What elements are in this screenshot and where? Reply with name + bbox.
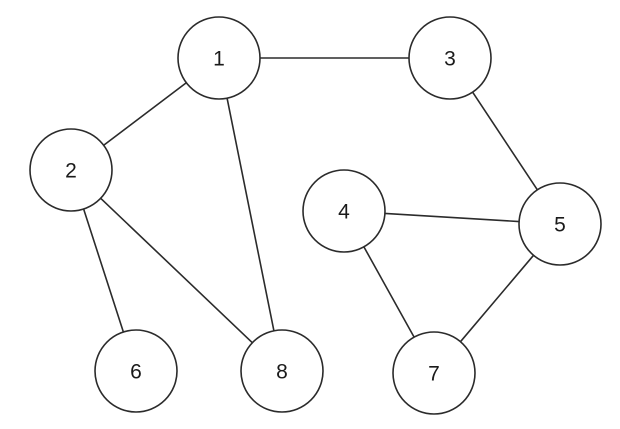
graph-node-label-6: 6 <box>130 361 142 384</box>
graph-edge-4-7 <box>363 246 415 338</box>
graph-node-3[interactable]: 3 <box>408 16 492 100</box>
graph-node-label-2: 2 <box>65 160 77 183</box>
graph-node-label-8: 8 <box>276 361 288 384</box>
graph-edge-1-8 <box>226 97 275 332</box>
graph-node-circle-2[interactable] <box>29 128 113 212</box>
graph-node-7[interactable]: 7 <box>392 331 476 415</box>
graph-node-label-3: 3 <box>444 48 456 71</box>
graph-node-label-4: 4 <box>338 201 350 224</box>
graph-node-2[interactable]: 2 <box>29 128 113 212</box>
graph-node-6[interactable]: 6 <box>94 329 178 413</box>
graph-node-circle-7[interactable] <box>392 331 476 415</box>
graph-node-circle-6[interactable] <box>94 329 178 413</box>
edge-layer <box>82 57 539 344</box>
graph-node-circle-1[interactable] <box>177 16 261 100</box>
graph-node-label-7: 7 <box>428 363 440 386</box>
graph-edge-2-8 <box>99 197 254 344</box>
graph-node-circle-5[interactable] <box>518 182 602 266</box>
graph-edge-2-6 <box>82 208 125 333</box>
node-layer: 1 2 3 4 5 6 7 8 <box>29 16 602 415</box>
graph-edge-5-7 <box>459 254 535 343</box>
graph-node-4[interactable]: 4 <box>302 169 386 253</box>
graph-node-label-1: 1 <box>213 48 225 71</box>
graph-edge-1-2 <box>102 81 188 147</box>
graph-node-circle-3[interactable] <box>408 16 492 100</box>
graph-node-5[interactable]: 5 <box>518 182 602 266</box>
graph-edge-3-5 <box>471 91 539 191</box>
graph-node-label-5: 5 <box>554 214 566 237</box>
graph-node-circle-8[interactable] <box>240 329 324 413</box>
graph-node-8[interactable]: 8 <box>240 329 324 413</box>
graph-node-circle-4[interactable] <box>302 169 386 253</box>
graph-edge-4-5 <box>384 212 520 223</box>
graph-node-1[interactable]: 1 <box>177 16 261 100</box>
